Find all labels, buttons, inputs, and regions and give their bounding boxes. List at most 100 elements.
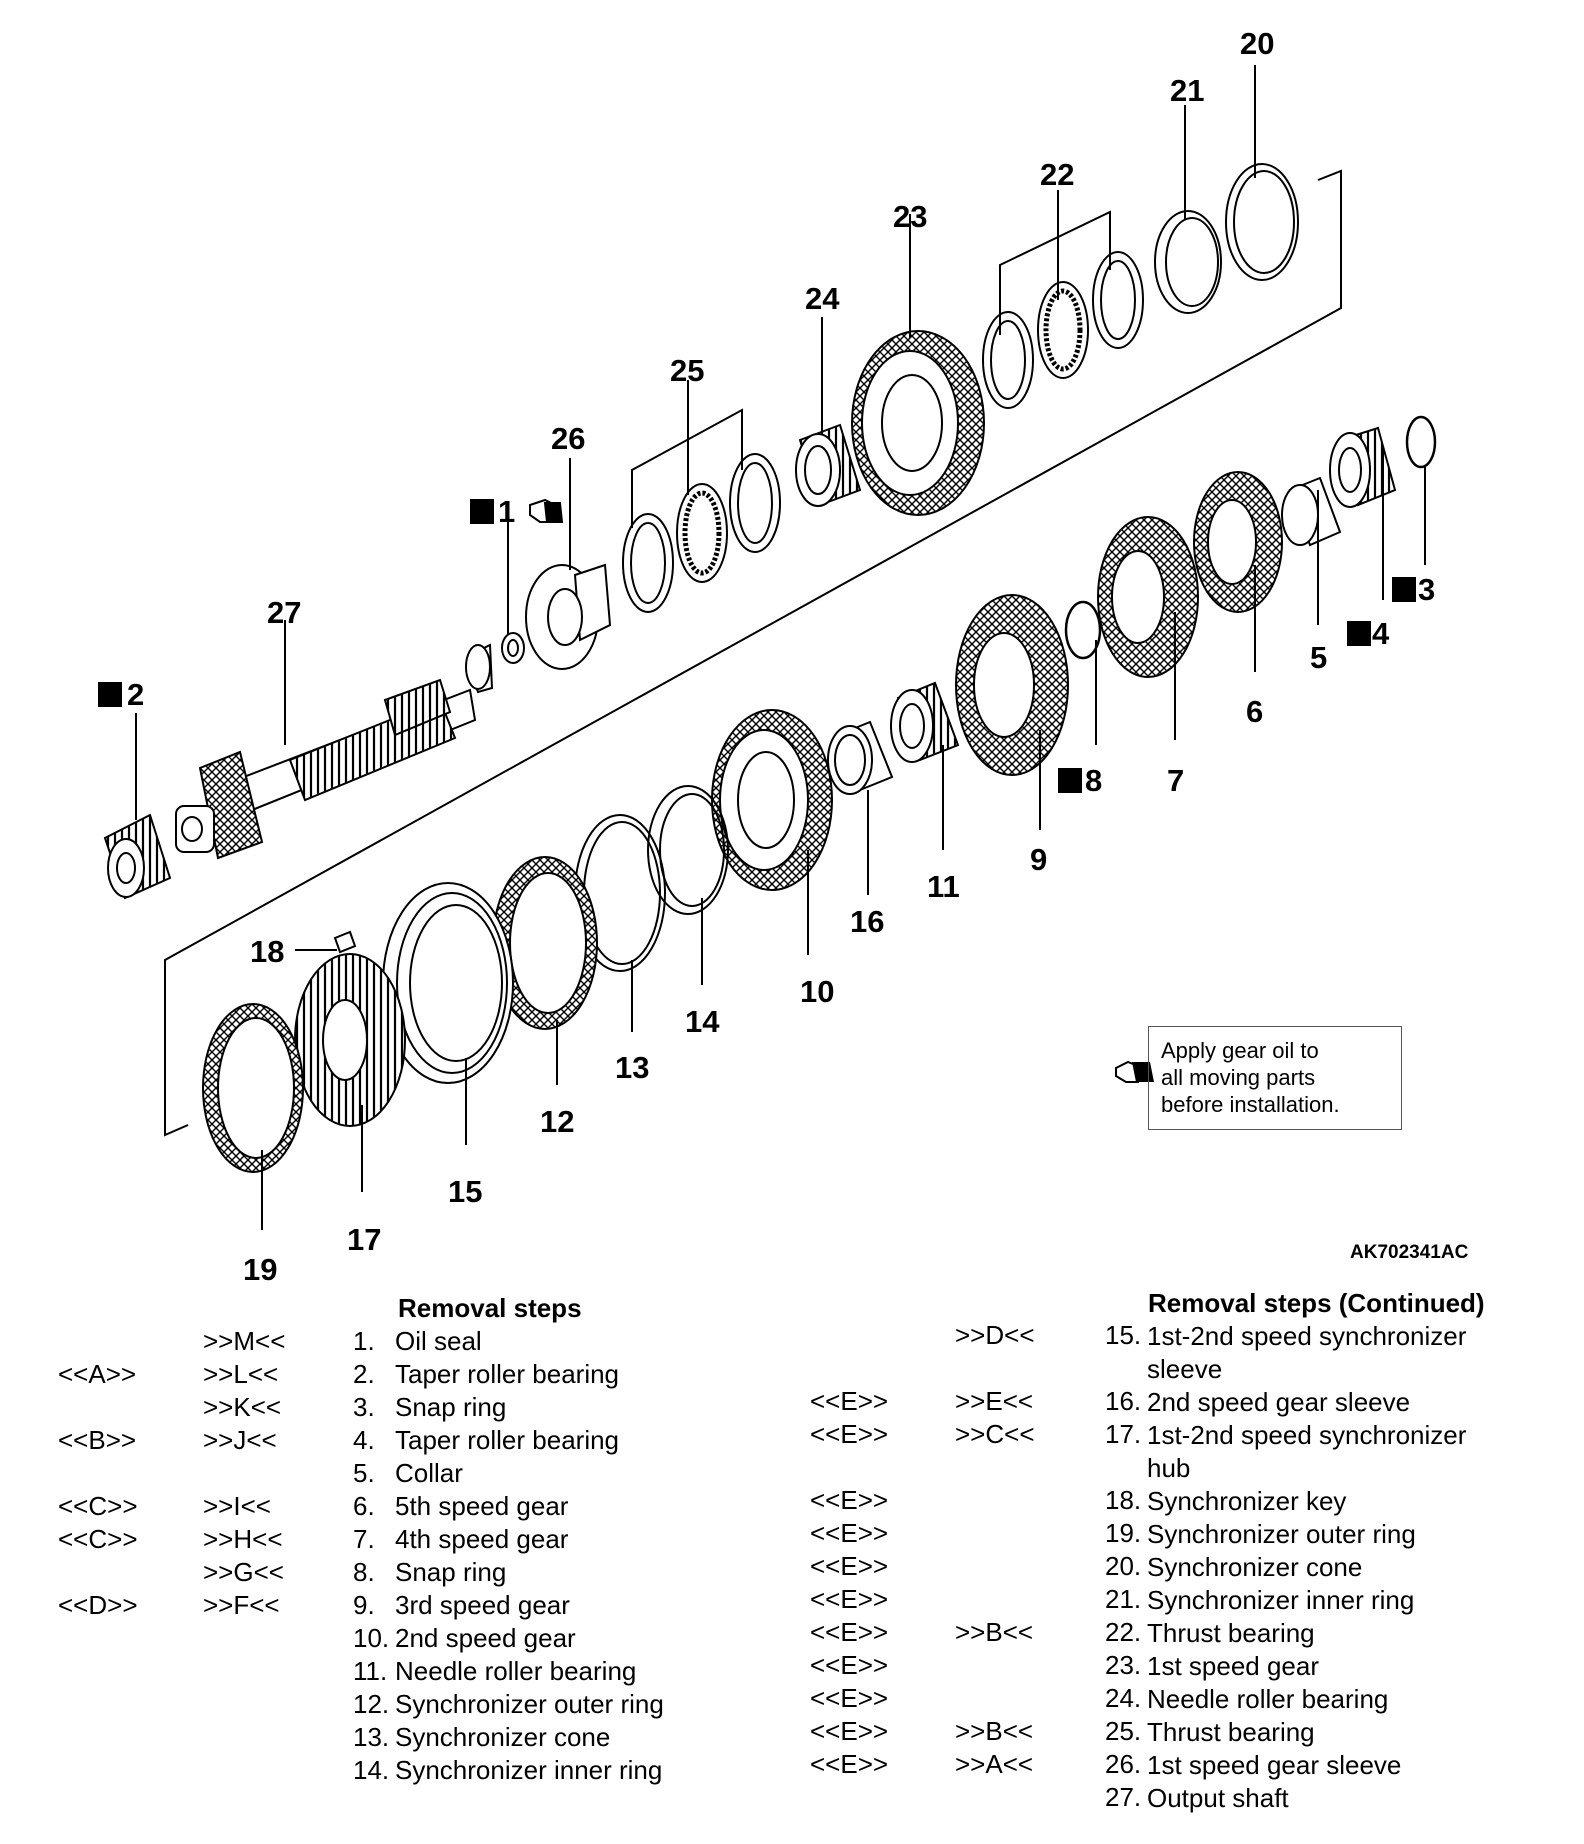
service-note-ref (58, 1458, 203, 1491)
document-code: AK702341AC (1350, 1242, 1469, 1263)
step-row: <<C>>>>H<<7.4th speed gear (58, 1524, 664, 1557)
install-note-ref: >>K<< (203, 1392, 282, 1422)
install-note-ref: >>F<< (203, 1590, 280, 1620)
install-note-ref: >>B<< (955, 1617, 1034, 1647)
step-name: 1st-2nd speed synchronizer sleeve (1147, 1321, 1467, 1384)
step-row: <<E>> 21.Synchronizer inner ring (810, 1584, 1497, 1617)
service-note-ref: <<D>> (58, 1590, 138, 1620)
step-number: 6. (353, 1491, 375, 1521)
install-note-ref: >>C<< (955, 1419, 1035, 1449)
step-row: 13.Synchronizer cone (58, 1722, 664, 1755)
step-name: Synchronizer key (1147, 1486, 1347, 1516)
service-note-ref: <<C>> (58, 1524, 138, 1554)
install-note-ref (203, 1623, 353, 1656)
step-row: <<E>>19.Synchronizer outer ring (810, 1518, 1497, 1551)
step-number: 20. (1105, 1551, 1142, 1581)
step-row: <<E>>>>B<<25.Thrust bearing (810, 1716, 1497, 1749)
callout-7: 7 (1167, 763, 1184, 798)
step-row: 12.Synchronizer outer ring (58, 1689, 664, 1722)
gear-sleeve-26 (525, 563, 612, 670)
service-note-ref (810, 1782, 955, 1815)
first-speed-gear-23 (851, 330, 985, 516)
step-name: Oil seal (395, 1326, 482, 1356)
service-note-ref: <<C>> (58, 1491, 138, 1521)
step-name: Synchronizer cone (1147, 1552, 1363, 1582)
step-name: Snap ring (395, 1557, 507, 1587)
service-note-ref (58, 1689, 203, 1722)
install-note-ref (955, 1485, 1105, 1518)
step-row: <<E>>18.Synchronizer key (810, 1485, 1497, 1518)
step-row: <<E>>24.Needle roller bearing (810, 1683, 1497, 1716)
install-note-ref (203, 1689, 353, 1722)
synchronizer-hub-17 (294, 953, 406, 1127)
step-name: Taper roller bearing (395, 1359, 620, 1389)
step-name: Thrust bearing (1147, 1618, 1315, 1648)
step-row: <<E>>>>C<<17.1st-2nd speed synchronizer … (810, 1419, 1497, 1485)
service-note-ref (58, 1326, 203, 1359)
callout-9: 9 (1030, 842, 1047, 877)
install-note-ref: >>D<< (955, 1320, 1035, 1350)
service-note-ref (58, 1722, 203, 1755)
callout-1: 1 (498, 494, 515, 529)
fourth-speed-gear-7 (1097, 516, 1199, 678)
service-note-ref (58, 1392, 203, 1425)
step-name: Taper roller bearing (395, 1425, 620, 1455)
callout-10: 10 (800, 974, 834, 1009)
callout-22: 22 (1040, 157, 1074, 192)
step-number: 2. (353, 1359, 375, 1389)
step-name: 2nd speed gear sleeve (1147, 1387, 1411, 1417)
assembly-boundary (164, 169, 1342, 1137)
snap-ring-3 (1405, 415, 1437, 469)
step-row: <<B>>>>J<<4.Taper roller bearing (58, 1425, 664, 1458)
synchronizer-inner-ring-21 (1154, 210, 1222, 314)
service-note-ref: <<E>> (810, 1584, 889, 1614)
step-name: 1st speed gear (1147, 1651, 1320, 1681)
service-note-ref: <<E>> (810, 1485, 889, 1515)
install-note-ref (203, 1722, 353, 1755)
collar-5 (1281, 476, 1342, 547)
step-row: 10.2nd speed gear (58, 1623, 664, 1656)
step-row: 11.Needle roller bearing (58, 1656, 664, 1689)
needle-roller-bearing-24 (795, 423, 862, 507)
step-name: Synchronizer inner ring (1147, 1585, 1415, 1615)
step-number: 8. (353, 1557, 375, 1587)
new-part-marker-1 (470, 499, 494, 524)
step-number: 14. (353, 1755, 390, 1785)
step-row: <<D>>>>F<<9.3rd speed gear (58, 1590, 664, 1623)
service-note-ref: <<E>> (810, 1386, 889, 1416)
second-gear-sleeve-16 (827, 720, 894, 795)
step-number: 15. (1105, 1320, 1142, 1350)
step-name: Collar (395, 1458, 463, 1488)
step-number: 22. (1105, 1617, 1142, 1647)
callout-labels: 20 21 22 23 24 25 26 1 27 2 3 4 5 6 7 8 … (98, 26, 1435, 1287)
callout-15: 15 (448, 1174, 482, 1209)
step-number: 21. (1105, 1584, 1142, 1614)
step-name: Synchronizer inner ring (395, 1755, 663, 1785)
oil-can-icon (529, 498, 564, 523)
step-row: >>D<< 15.1st-2nd speed synchronizer sleev… (810, 1320, 1497, 1386)
install-note-ref: >>I<< (203, 1491, 271, 1521)
needle-roller-bearing-11 (890, 681, 960, 763)
step-number: 11. (353, 1656, 388, 1686)
step-name: Snap ring (395, 1392, 507, 1422)
step-name: 3rd speed gear (395, 1590, 570, 1620)
step-row: >>G<<8.Snap ring (58, 1557, 664, 1590)
thrust-bearing-22 (982, 251, 1144, 409)
step-row: <<A>>>>L<<2.Taper roller bearing (58, 1359, 664, 1392)
exploded-view-diagram: 20 21 22 23 24 25 26 1 27 2 3 4 5 6 7 8 … (98, 26, 1437, 1287)
synchronizer-inner-ring-14 (647, 785, 729, 915)
step-row: 14.Synchronizer inner ring (58, 1755, 664, 1788)
install-note-ref (203, 1755, 353, 1788)
install-note-ref: >>H<< (203, 1524, 283, 1554)
service-note-ref: <<A>> (58, 1359, 137, 1389)
step-row: <<E>> 20.Synchronizer cone (810, 1551, 1497, 1584)
taper-roller-bearing-2 (103, 813, 172, 900)
new-part-marker-4 (1347, 621, 1371, 646)
step-number: 24. (1105, 1683, 1142, 1713)
install-note-ref (955, 1683, 1105, 1716)
step-number: 3. (353, 1392, 375, 1422)
service-note-ref: <<E>> (810, 1551, 889, 1581)
callout-21: 21 (1170, 73, 1204, 108)
install-note-ref: >>M<< (203, 1326, 286, 1356)
thrust-bearing-25 (622, 453, 781, 613)
